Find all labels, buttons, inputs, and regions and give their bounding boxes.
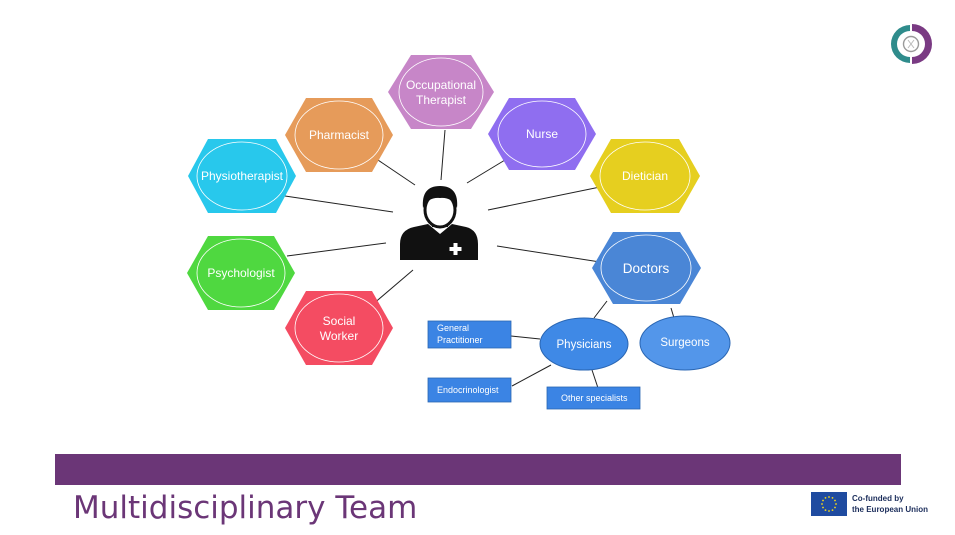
label-other-specialists: Other specialists xyxy=(561,393,628,403)
hex-occupational-therapist: Occupational Therapist xyxy=(388,55,494,129)
label-doctors: Doctors xyxy=(623,261,670,276)
hex-physiotherapist: Physiotherapist xyxy=(188,139,296,213)
line-other-specialists xyxy=(591,369,599,389)
label-social-line2: Worker xyxy=(320,329,358,343)
line-pharmacist xyxy=(374,157,416,186)
hex-doctors: Doctors xyxy=(592,232,701,304)
line-general-practitioner xyxy=(510,335,541,340)
line-endocrinologist xyxy=(511,364,552,387)
line-physiotherapist xyxy=(284,195,394,213)
label-dietician: Dietician xyxy=(622,169,668,183)
logo-icon xyxy=(891,24,932,64)
line-social-worker xyxy=(371,269,414,306)
connector-lines xyxy=(284,129,675,389)
hex-dietician: Dietician xyxy=(590,139,700,213)
box-endocrinologist: Endocrinologist xyxy=(427,377,512,403)
label-nurse: Nurse xyxy=(526,127,558,141)
line-doctors xyxy=(496,245,601,263)
box-other-specialists: Other specialists xyxy=(546,386,641,410)
box-general-practitioner: General Practitioner xyxy=(427,320,512,349)
label-physicians: Physicians xyxy=(557,339,612,351)
line-psychologist xyxy=(286,242,387,257)
label-occupational-line2: Therapist xyxy=(416,93,467,107)
hex-nurse: Nurse xyxy=(488,98,596,170)
label-surgeons: Surgeons xyxy=(660,337,709,349)
node-physicians: Physicians xyxy=(539,317,629,371)
label-occupational-line1: Occupational xyxy=(406,78,476,92)
page-title: Multidisciplinary Team xyxy=(73,490,418,526)
hex-pharmacist: Pharmacist xyxy=(285,98,393,172)
hex-psychologist: Psychologist xyxy=(187,236,295,310)
title-banner xyxy=(55,454,901,485)
line-nurse xyxy=(466,159,506,184)
line-dietician xyxy=(487,186,601,211)
node-surgeons: Surgeons xyxy=(639,315,731,371)
label-psychologist: Psychologist xyxy=(207,266,275,280)
eu-funding-text: Co-funded by the European Union xyxy=(852,494,928,514)
eu-flag-icon xyxy=(811,492,847,516)
label-physiotherapist: Physiotherapist xyxy=(201,169,284,183)
line-occupational xyxy=(440,129,446,181)
label-general-line1: General xyxy=(437,323,469,333)
hex-social-worker: Social Worker xyxy=(285,291,393,365)
label-endocrinologist: Endocrinologist xyxy=(437,385,499,395)
eu-funding-badge: Co-funded by the European Union xyxy=(811,492,928,516)
label-general-line2: Practitioner xyxy=(437,335,483,345)
label-pharmacist: Pharmacist xyxy=(309,128,370,142)
label-social-line1: Social xyxy=(323,314,356,328)
healthcare-worker-icon xyxy=(400,186,478,260)
line-doctors-physicians xyxy=(593,300,608,319)
